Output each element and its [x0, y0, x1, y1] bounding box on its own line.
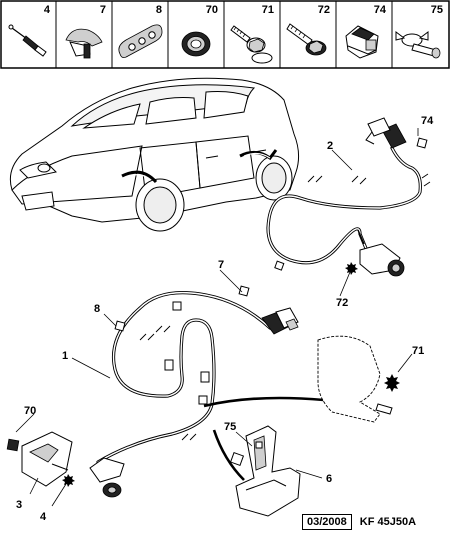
fastener-markers [62, 262, 400, 487]
rear-sensor-harness [266, 117, 431, 277]
callout-4: 4 [40, 511, 47, 523]
screw-72-marker [345, 262, 358, 275]
parts-cell-4[interactable]: 4 [8, 4, 51, 57]
parts-cell-8[interactable]: 8 [118, 4, 163, 58]
screw-4-marker [62, 474, 75, 487]
callouts: 2 74 7 8 1 72 71 70 3 4 75 6 [16, 115, 434, 523]
parts-cell-7[interactable]: 7 [65, 4, 106, 59]
callout-6: 6 [326, 473, 332, 485]
flange-screw-icon [286, 23, 327, 56]
callout-7: 7 [218, 259, 224, 271]
callout-2: 2 [327, 140, 333, 152]
callout-3: 3 [16, 499, 22, 511]
parts-cell-71[interactable]: 71 [230, 4, 274, 64]
parts-cell-72[interactable]: 72 [286, 4, 330, 56]
parts-cell-number: 71 [262, 4, 274, 16]
callout-8: 8 [94, 303, 100, 315]
callout-74: 74 [421, 115, 434, 127]
bolt-washer-icon [230, 25, 273, 64]
assembly-lines [203, 396, 325, 481]
push-rivet-icon [395, 31, 441, 59]
callout-71: 71 [412, 345, 424, 357]
screw-71-marker [384, 374, 400, 392]
round-grommet-icon [181, 31, 211, 57]
parts-strip-dividers [55, 1, 393, 68]
callout-72: 72 [336, 297, 348, 309]
diagram-footer: 03/2008 KF 45J50A [302, 514, 416, 530]
parts-cell-75[interactable]: 75 [395, 4, 443, 59]
front-sensor-harness [89, 285, 299, 498]
parts-cell-number: 8 [156, 4, 162, 16]
parts-strip: 4 7 8 70 [0, 0, 450, 69]
parts-cell-number: 75 [431, 4, 443, 16]
leader-lines [15, 128, 419, 507]
car-illustration [9, 77, 300, 232]
callout-75: 75 [224, 421, 236, 433]
grommet-plate-icon [118, 24, 163, 58]
exploded-view-diagram: 2 74 7 8 1 72 71 70 3 4 75 6 [6, 77, 434, 523]
callout-1: 1 [62, 350, 68, 362]
callout-70: 70 [24, 405, 36, 417]
mounting-bracket-3 [6, 431, 73, 487]
diagram-code: KF 45J50A [359, 516, 417, 528]
mounting-bracket-6 [229, 425, 301, 517]
parts-cell-number: 4 [44, 4, 51, 16]
parts-strip-frame [0, 0, 450, 69]
parts-cell-70[interactable]: 70 [181, 4, 218, 57]
stud-pin-icon [8, 24, 47, 57]
edition-date: 03/2008 [302, 514, 352, 530]
parts-cell-number: 7 [100, 4, 106, 16]
parts-cell-number: 70 [206, 4, 218, 16]
cable-clip-icon [65, 28, 103, 59]
parts-cell-number: 74 [374, 4, 387, 16]
parts-cell-number: 72 [318, 4, 330, 16]
parts-cell-74[interactable]: 74 [345, 4, 387, 59]
connector-clip-icon [345, 25, 379, 59]
mounting-bracket-71 [317, 335, 393, 423]
